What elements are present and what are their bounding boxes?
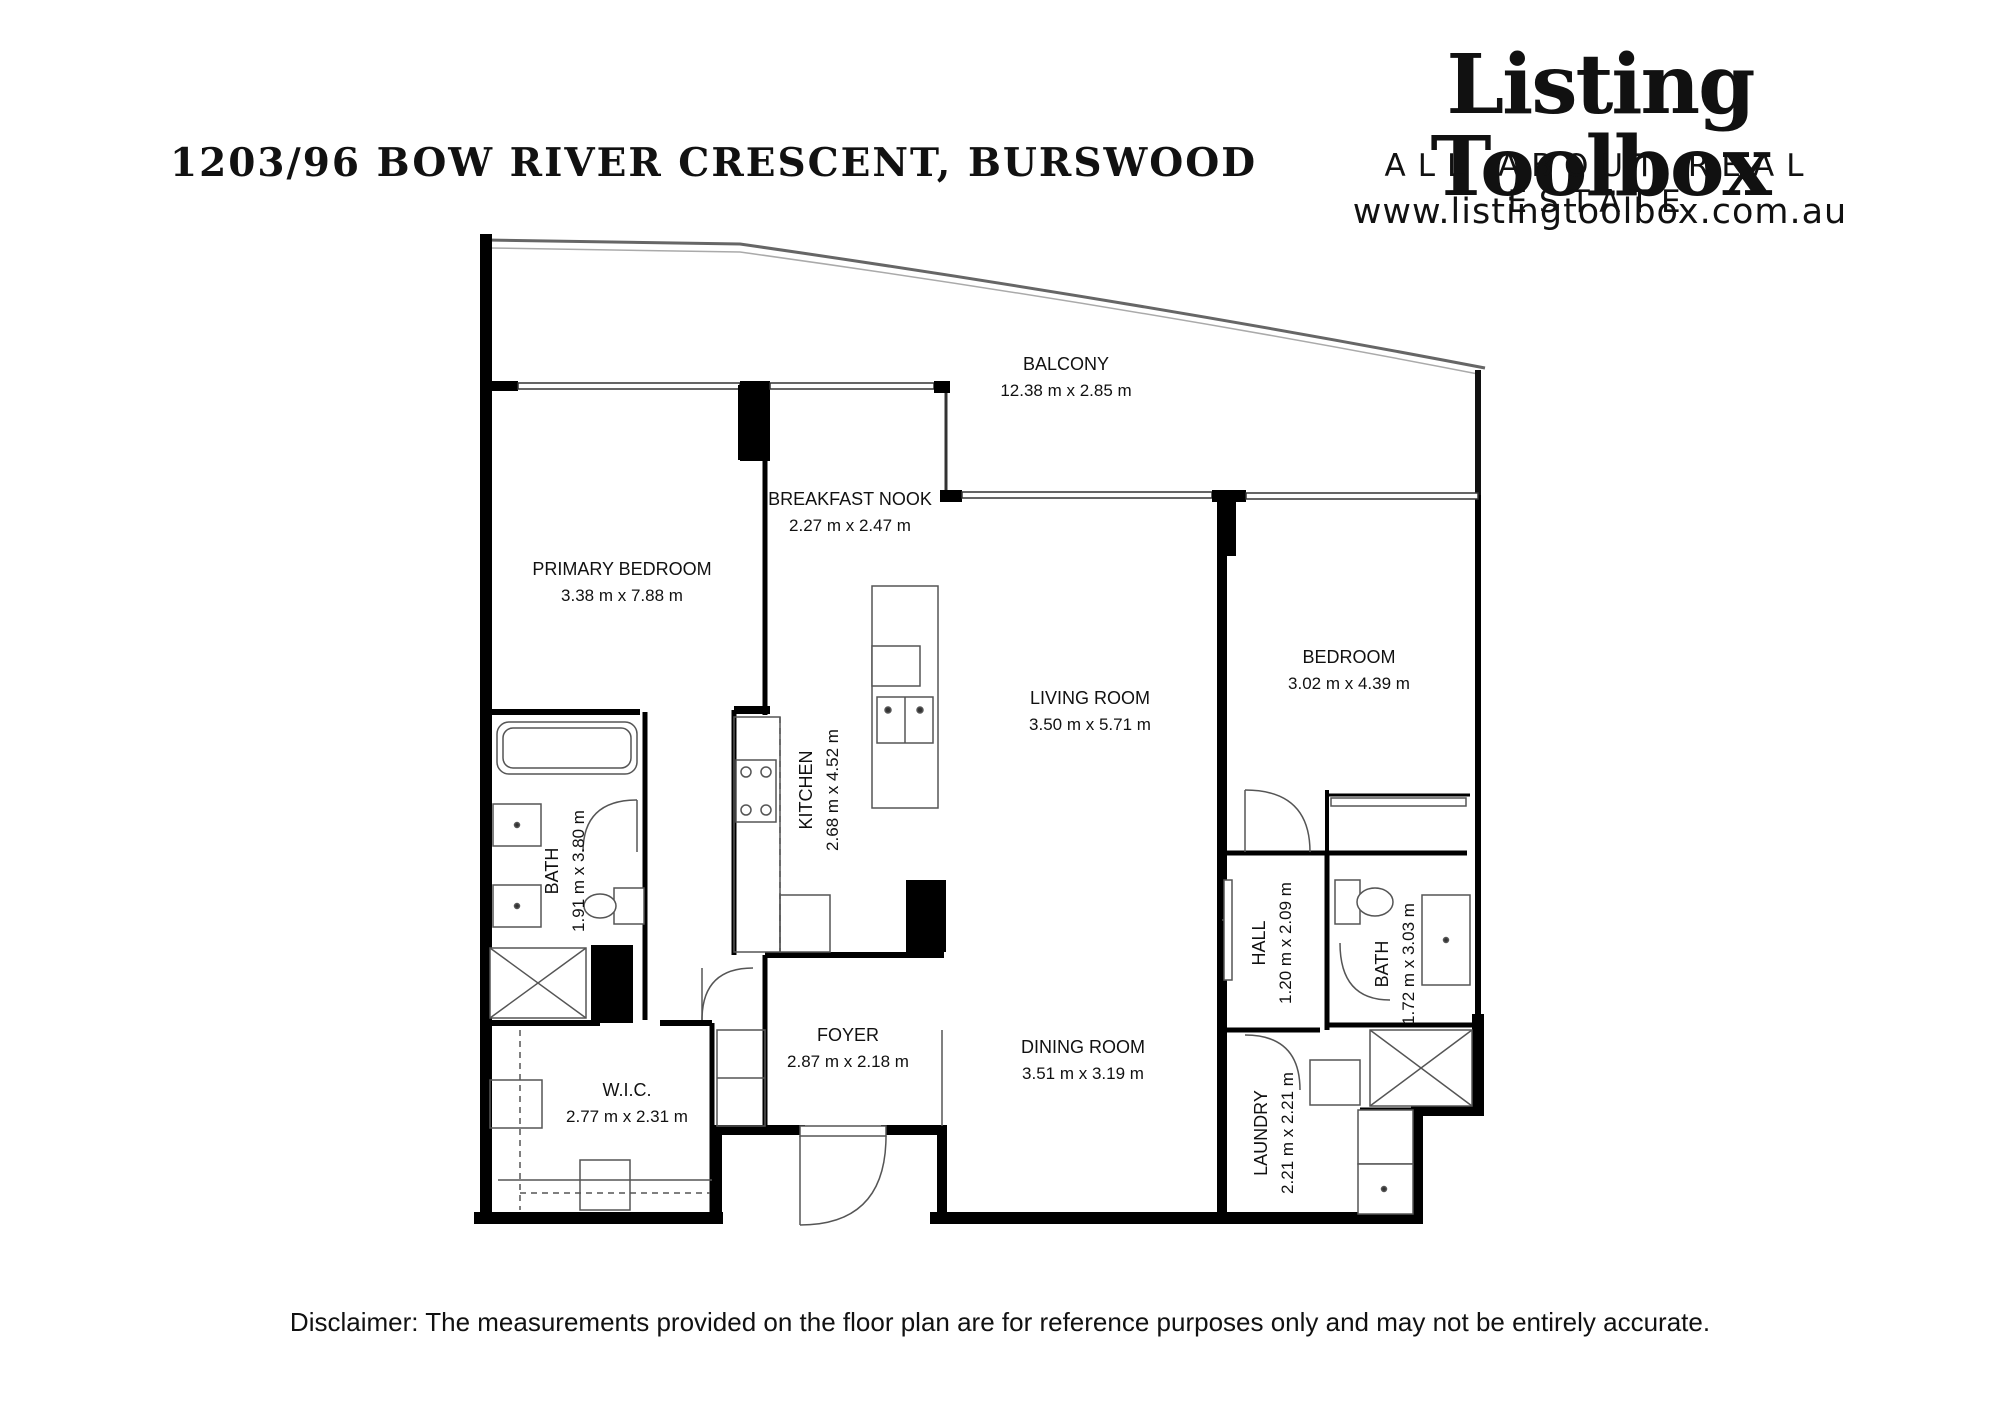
- room-name-foyer: FOYER: [817, 1025, 879, 1045]
- room-dims-living-room: 3.50 m x 5.71 m: [1029, 715, 1151, 734]
- room-name-dining-room: DINING ROOM: [1021, 1037, 1145, 1057]
- room-name-hall: HALL: [1249, 920, 1269, 965]
- room-name-bath-second: BATH: [1372, 941, 1392, 988]
- room-name-bedroom: BEDROOM: [1302, 647, 1395, 667]
- room-name-balcony: BALCONY: [1023, 354, 1109, 374]
- room-name-laundry: LAUNDRY: [1251, 1090, 1271, 1176]
- room-dims-bath-primary: 1.91 m x 3.80 m: [569, 810, 588, 932]
- brand-logo-text: Listing Toolbox: [1430, 37, 1771, 215]
- room-labels: BALCONY 12.38 m x 2.85 m BREAKFAST NOOK …: [532, 354, 1418, 1194]
- room-dims-primary-bedroom: 3.38 m x 7.88 m: [561, 586, 683, 605]
- room-name-wic: W.I.C.: [603, 1080, 652, 1100]
- room-dims-wic: 2.77 m x 2.31 m: [566, 1107, 688, 1126]
- room-dims-hall: 1.20 m x 2.09 m: [1276, 882, 1295, 1004]
- room-dims-dining-room: 3.51 m x 3.19 m: [1022, 1064, 1144, 1083]
- foyer-fixtures: [701, 967, 943, 1226]
- kitchen-island: [871, 585, 939, 809]
- room-dims-kitchen: 2.68 m x 4.52 m: [823, 729, 842, 851]
- room-dims-laundry: 2.21 m x 2.21 m: [1278, 1072, 1297, 1194]
- room-name-bath-primary: BATH: [542, 848, 562, 895]
- brand-tagline: ALL ABOUT REAL ESTATE: [1384, 148, 1816, 220]
- property-address: 1203/96 BOW RIVER CRESCENT, BURSWOOD: [170, 140, 1258, 186]
- balcony-outline: [485, 238, 1486, 370]
- kitchen-bench: [733, 716, 831, 953]
- exterior-walls: [474, 234, 1484, 1224]
- wall-blocks: [591, 385, 1236, 1023]
- room-dims-bath-second: 1.72 m x 3.03 m: [1399, 903, 1418, 1025]
- disclaimer-text: Disclaimer: The measurements provided on…: [289, 1307, 1711, 1337]
- facade-windows: [486, 381, 1479, 502]
- balcony-outline-inner: [489, 247, 1479, 375]
- hall-fixtures: [1222, 789, 1467, 981]
- room-dims-bedroom: 3.02 m x 4.39 m: [1288, 674, 1410, 693]
- room-dims-breakfast-nook: 2.27 m x 2.47 m: [789, 516, 911, 535]
- room-name-breakfast-nook: BREAKFAST NOOK: [768, 489, 932, 509]
- brand-website: www.listingtoolbox.com.au: [1352, 192, 1848, 232]
- room-dims-balcony: 12.38 m x 2.85 m: [1000, 381, 1131, 400]
- room-name-kitchen: KITCHEN: [796, 750, 816, 829]
- room-name-living-room: LIVING ROOM: [1030, 688, 1150, 708]
- room-name-primary-bedroom: PRIMARY BEDROOM: [532, 559, 711, 579]
- laundry-fixtures: [1244, 1034, 1414, 1215]
- wic-fixtures: [489, 1030, 712, 1211]
- room-dims-foyer: 2.87 m x 2.18 m: [787, 1052, 909, 1071]
- primary-bath-fixtures: [489, 721, 645, 1019]
- second-bath-fixtures: [1334, 879, 1473, 1107]
